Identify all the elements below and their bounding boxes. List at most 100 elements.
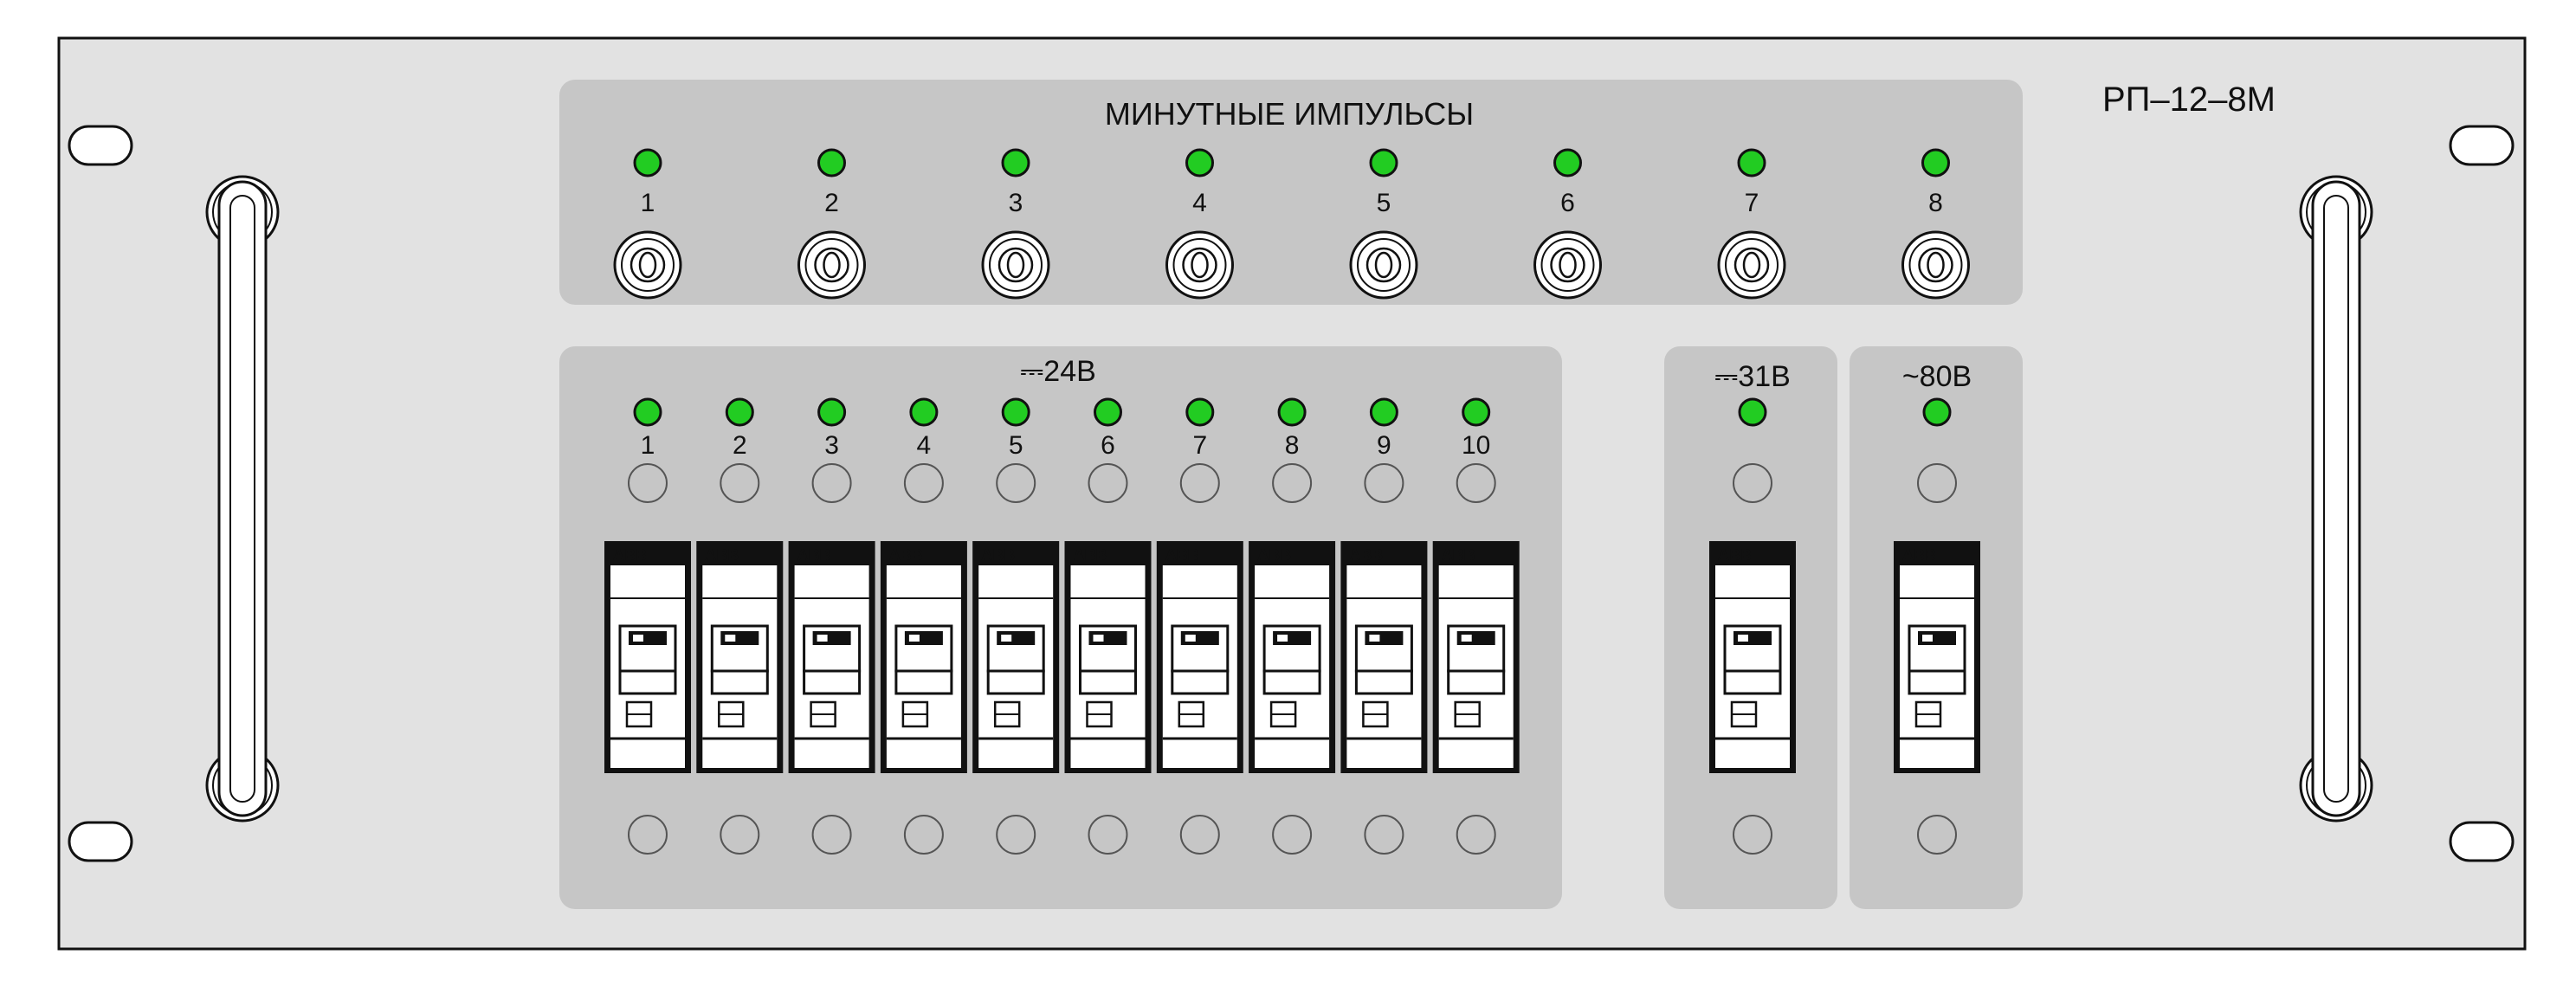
dc24-channel-number: 5 (1009, 431, 1023, 460)
pulse-channel-number: 5 (1377, 189, 1391, 217)
dc31-top-button[interactable] (1733, 463, 1772, 503)
ac80-indicator-led (1922, 397, 1952, 427)
dc24-channel-number: 7 (1192, 431, 1207, 460)
dc24-circuit-breaker[interactable]: ABB (1249, 541, 1336, 773)
dc24-indicator-led (1094, 397, 1122, 427)
right-handle[interactable] (2299, 175, 2373, 823)
pulse-channel-number: 3 (1009, 189, 1023, 217)
pulse-toggle-switch[interactable] (1533, 230, 1602, 300)
breaker-brand-logo: ABB (1902, 546, 1936, 564)
dc24-circuit-breaker[interactable]: ABB (972, 541, 1060, 773)
breaker-brand-logo: ABB (1165, 546, 1199, 564)
pulse-toggle-switch[interactable] (1901, 230, 1970, 300)
pulse-toggle-switch[interactable] (1717, 230, 1786, 300)
dc24-channel-number: 8 (1285, 431, 1300, 460)
ac80-title: ~80В (1902, 360, 1972, 393)
dc24-top-button[interactable] (1456, 463, 1496, 503)
dc31-bottom-button[interactable] (1733, 815, 1772, 855)
pulse-channel-number: 7 (1745, 189, 1759, 217)
dc31-title: ⎓31В (1714, 360, 1791, 393)
dc24-circuit-breaker[interactable]: ABB (696, 541, 784, 773)
dc24-top-button[interactable] (628, 463, 668, 503)
dc24-bottom-button[interactable] (628, 815, 668, 855)
pulse-channel-number: 8 (1928, 189, 1943, 217)
dc24-bottom-button[interactable] (811, 815, 852, 855)
breaker-brand-logo: ABB (1257, 546, 1291, 564)
dc24-indicator-led (1369, 397, 1398, 427)
pulse-indicator-led (817, 148, 846, 177)
mounting-slot-bottom-right (2449, 821, 2515, 862)
mounting-slot-top-right (2449, 125, 2515, 166)
dc24-bottom-button[interactable] (1456, 815, 1496, 855)
left-handle[interactable] (205, 175, 280, 823)
pulse-indicator-led (1737, 148, 1766, 177)
breaker-brand-logo: ABB (1074, 546, 1107, 564)
dc24-indicator-led (1185, 397, 1215, 427)
dc24-title: ⎓24В (1020, 355, 1096, 388)
dc24-circuit-breaker[interactable]: ABB (604, 541, 691, 773)
dc24-top-button[interactable] (720, 463, 760, 503)
pulse-channel-number: 4 (1192, 189, 1207, 217)
dc24-circuit-breaker[interactable]: ABB (788, 541, 875, 773)
pulse-toggle-switch[interactable] (613, 230, 682, 300)
dc24-top-button[interactable] (1179, 463, 1220, 503)
pulse-toggle-switch[interactable] (981, 230, 1050, 300)
dc24-bottom-button[interactable] (1088, 815, 1128, 855)
dc24-circuit-breaker[interactable]: ABB (880, 541, 967, 773)
dc24-bottom-button[interactable] (1364, 815, 1404, 855)
ac80-bottom-button[interactable] (1917, 815, 1957, 855)
dc31-indicator-led (1738, 397, 1767, 427)
dc24-top-button[interactable] (1364, 463, 1404, 503)
pulse-indicator-led (633, 148, 662, 177)
dc24-channel-number: 6 (1101, 431, 1115, 460)
dc24-bottom-button[interactable] (996, 815, 1036, 855)
dc31-circuit-breaker[interactable]: ABB (1709, 541, 1796, 773)
pulse-channel-number: 2 (824, 189, 839, 217)
ac80-circuit-breaker[interactable]: ABB (1894, 541, 1980, 773)
dc24-circuit-breaker[interactable]: ABB (1340, 541, 1428, 773)
pulse-toggle-switch[interactable] (797, 230, 866, 300)
pulse-toggle-switch[interactable] (1349, 230, 1418, 300)
dc24-bottom-button[interactable] (1179, 815, 1220, 855)
dc24-top-button[interactable] (811, 463, 852, 503)
breaker-brand-logo: ABB (1349, 546, 1383, 564)
dc24-indicator-led (909, 397, 939, 427)
dc24-channel-number: 10 (1462, 431, 1490, 460)
dc24-top-button[interactable] (1088, 463, 1128, 503)
breaker-brand-logo: ABB (889, 546, 923, 564)
pulse-channel-number: 6 (1560, 189, 1575, 217)
dc24-indicator-led (1462, 397, 1491, 427)
dc24-indicator-led (725, 397, 754, 427)
dc24-indicator-led (633, 397, 662, 427)
dc24-bottom-button[interactable] (720, 815, 760, 855)
breaker-brand-logo: ABB (613, 546, 647, 564)
minute-pulses-title: МИНУТНЫЕ ИМПУЛЬСЫ (1105, 96, 1474, 132)
dc24-channel-number: 1 (641, 431, 655, 460)
pulse-toggle-switch[interactable] (1165, 230, 1234, 300)
breaker-brand-logo: ABB (981, 546, 1015, 564)
breaker-brand-logo: ABB (1442, 546, 1475, 564)
dc24-top-button[interactable] (1272, 463, 1313, 503)
dc24-top-button[interactable] (903, 463, 944, 503)
dc24-circuit-breaker[interactable]: ABB (1156, 541, 1243, 773)
dc24-circuit-breaker[interactable]: ABB (1064, 541, 1152, 773)
breaker-brand-logo: ABB (797, 546, 831, 564)
dc24-bottom-button[interactable] (903, 815, 944, 855)
dc24-channel-number: 2 (733, 431, 747, 460)
pulse-indicator-led (1921, 148, 1950, 177)
model-label: РП–12–8М (2102, 81, 2276, 119)
pulse-indicator-led (1001, 148, 1030, 177)
breaker-brand-logo: ABB (705, 546, 739, 564)
breaker-brand-logo: ABB (1718, 546, 1752, 564)
dc24-bottom-button[interactable] (1272, 815, 1313, 855)
ac80-top-button[interactable] (1917, 463, 1957, 503)
pulse-indicator-led (1369, 148, 1398, 177)
dc24-top-button[interactable] (996, 463, 1036, 503)
pulse-indicator-led (1553, 148, 1582, 177)
minute-pulses-section (559, 80, 2023, 305)
dc24-channel-number: 4 (917, 431, 932, 460)
mounting-slot-bottom-left (68, 821, 133, 862)
dc24-circuit-breaker[interactable]: ABB (1432, 541, 1520, 773)
